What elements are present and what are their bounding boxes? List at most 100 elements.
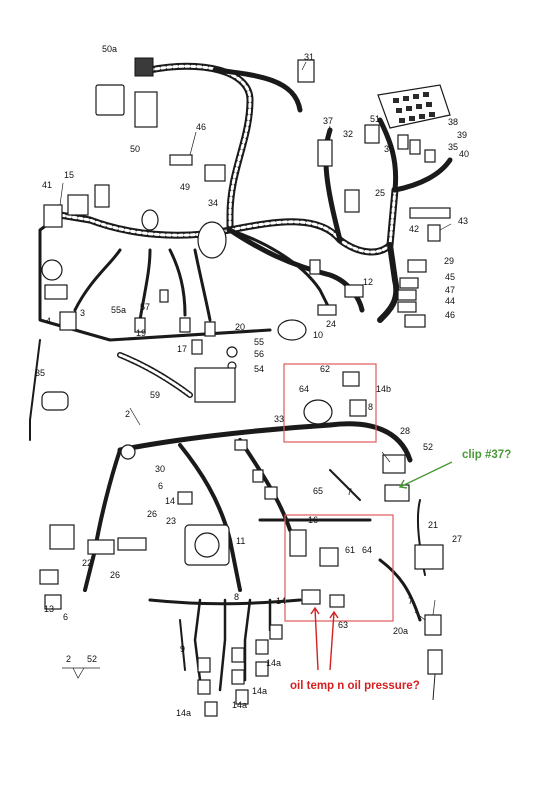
- callout-63: 63: [338, 620, 348, 630]
- connector-29: [407, 259, 427, 273]
- callout-14a-1: 14a: [176, 708, 191, 718]
- callout-56: 56: [254, 349, 264, 359]
- clip-arrow: [399, 461, 453, 488]
- components: [39, 57, 451, 717]
- callout-14a-2: 14a: [252, 686, 267, 696]
- callout-44: 44: [445, 296, 455, 306]
- sensor-1-left: [49, 524, 75, 550]
- idle-valve: [41, 259, 63, 281]
- callout-25: 25: [375, 188, 385, 198]
- connector-44: [397, 301, 417, 313]
- callout-62: 62: [320, 364, 330, 374]
- relay-panel-51: [377, 84, 451, 129]
- coil-54: [194, 367, 236, 403]
- callout-11: 11: [236, 536, 245, 546]
- connector-38: [397, 134, 409, 150]
- callout-40: 40: [459, 149, 469, 159]
- connector-12: [344, 284, 364, 298]
- sensor-60: [319, 547, 339, 567]
- callout-46: 46: [445, 310, 455, 320]
- sensor-62: [342, 371, 360, 387]
- callout-31: 31: [304, 52, 314, 62]
- callout-26: 26: [110, 570, 120, 580]
- sensor-49: [141, 209, 159, 231]
- callout-34: 34: [208, 198, 218, 208]
- callout-28: 28: [400, 426, 410, 436]
- callout-64: 64: [299, 384, 309, 394]
- callout-35: 35: [35, 368, 45, 378]
- callout-27: 27: [452, 534, 462, 544]
- ecu-box: [95, 84, 125, 116]
- callout-36: 36: [384, 144, 394, 154]
- callout-8-lower: 8: [234, 592, 239, 602]
- sensor-20a: [424, 614, 442, 636]
- callout-14-lower: 14: [276, 596, 286, 606]
- sensor-13: [44, 594, 62, 610]
- callout-9: 9: [180, 644, 185, 654]
- callout-21: 21: [428, 520, 438, 530]
- sensor-13a: [39, 569, 59, 585]
- connector-31: [297, 59, 315, 83]
- connector-43: [427, 224, 441, 242]
- starter-35: [41, 391, 69, 411]
- callout-35-top: 35: [448, 142, 458, 152]
- sensor-1: [309, 259, 321, 275]
- callout-43: 43: [458, 216, 468, 226]
- component-27: [414, 544, 444, 570]
- callout-46-top: 46: [196, 122, 206, 132]
- legend-mark: 2 52: [62, 654, 100, 679]
- callout-3: 3: [80, 308, 85, 318]
- callout-39: 39: [457, 130, 467, 140]
- callout-labels: 50a 31 50 46 51 37 32 36 38 39 35 40 41 …: [35, 44, 469, 718]
- component-41: [43, 204, 63, 228]
- connector-22: [87, 539, 115, 555]
- component-4: [59, 311, 77, 331]
- component-15b: [94, 184, 110, 208]
- callout-2: 2: [125, 409, 130, 419]
- callout-19: 19: [136, 328, 146, 338]
- callout-8-upper: 8: [368, 402, 373, 412]
- oil-temp-sender: [301, 589, 321, 605]
- callout-30: 30: [155, 464, 165, 474]
- callout-15: 15: [64, 170, 74, 180]
- callout-51: 51: [370, 114, 380, 124]
- callout-4: 4: [46, 316, 51, 326]
- callout-47: 47: [445, 285, 455, 295]
- callout-20a: 20a: [393, 626, 408, 636]
- callout-13: 13: [44, 604, 54, 614]
- connector-40: [424, 149, 436, 163]
- leader-lines: [59, 61, 452, 621]
- callout-42: 42: [409, 224, 419, 234]
- callout-17: 17: [177, 344, 187, 354]
- callout-24: 24: [326, 319, 336, 329]
- connector-39: [409, 139, 421, 155]
- connector-65: [264, 486, 278, 500]
- highlight-box-lower: [284, 514, 394, 622]
- distributor-34: [197, 221, 227, 259]
- callout-14: 14: [165, 496, 175, 506]
- oil-annotation: oil temp n oil pressure?: [290, 680, 420, 692]
- callout-33: 33: [274, 414, 284, 424]
- component-15: [67, 194, 89, 216]
- legend-left: 2: [66, 654, 71, 664]
- sensor-14b: [349, 399, 367, 417]
- callout-29: 29: [444, 256, 454, 266]
- callout-26-upper: 26: [147, 509, 157, 519]
- legend-right: 52: [87, 654, 97, 664]
- sensor-probe: [427, 649, 443, 675]
- callout-32: 32: [343, 129, 353, 139]
- spark-plug-boots: [134, 289, 216, 355]
- callout-57: 57: [140, 302, 150, 312]
- callout-14a-4: 14a: [232, 700, 247, 710]
- callout-20: 20: [235, 322, 245, 332]
- callout-64-lower: 64: [362, 545, 372, 555]
- lower-harness: [83, 421, 426, 692]
- connector-18: [252, 469, 264, 483]
- highlight-box-upper: [283, 363, 377, 443]
- connector-25: [344, 189, 360, 213]
- callout-10: 10: [313, 330, 323, 340]
- callout-14a-3: 14a: [266, 658, 281, 668]
- connector-32: [364, 124, 380, 144]
- callout-7: 7: [408, 596, 413, 606]
